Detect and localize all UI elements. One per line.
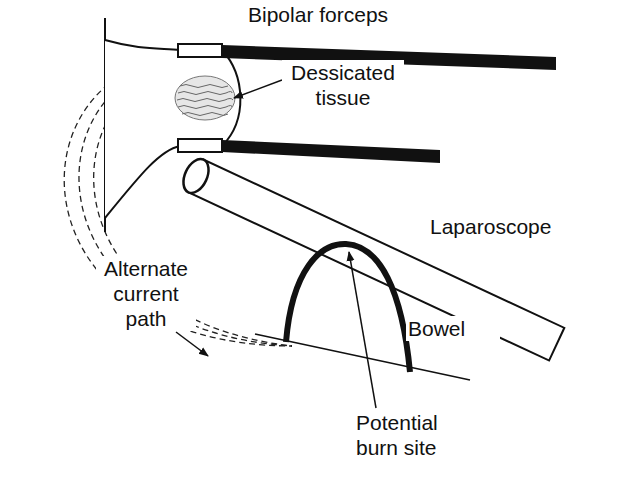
part-label: Dessicated tissue bbox=[282, 60, 404, 110]
part-label: Bowel bbox=[406, 316, 500, 341]
callout-label: Potential burn site bbox=[354, 410, 454, 460]
bipolar-forceps bbox=[178, 44, 556, 163]
part-label: Laparoscope bbox=[428, 214, 582, 239]
desiccated-tissue bbox=[175, 76, 235, 120]
part-label: Bipolar forceps bbox=[246, 2, 450, 27]
leader-line bbox=[176, 80, 376, 408]
callout-label: Alternate current path bbox=[96, 256, 196, 331]
bowel bbox=[255, 244, 470, 380]
